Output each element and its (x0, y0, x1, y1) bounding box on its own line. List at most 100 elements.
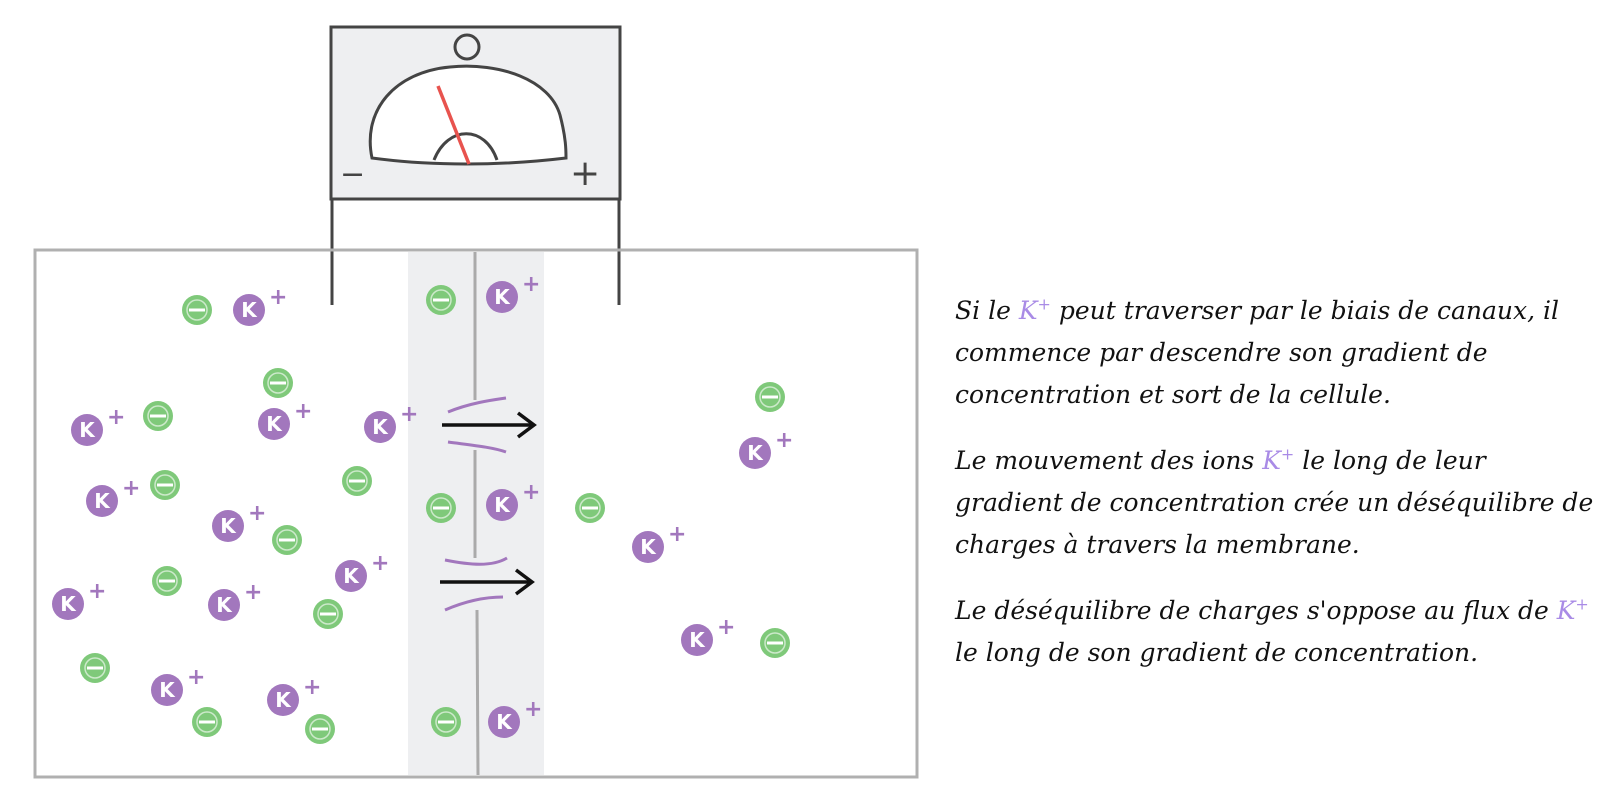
potassium-ion-icon: K+ (632, 522, 686, 563)
anion-icon (192, 707, 222, 737)
potassium-charge: + (107, 405, 125, 430)
text-run: Le mouvement des ions (955, 446, 1263, 475)
anion-icon (152, 566, 182, 596)
voltmeter-dial (368, 64, 568, 166)
potassium-ion-icon: K+ (71, 405, 125, 446)
potassium-charge: + (294, 399, 312, 424)
container (33, 248, 919, 779)
potassium-ion-icon: K+ (681, 615, 735, 656)
voltmeter-knob (453, 33, 481, 61)
explanation-paragraph-2: Le mouvement des ions K+ le long de leur… (955, 440, 1595, 566)
potassium-symbol: K (689, 628, 706, 652)
potassium-symbol: K (79, 418, 96, 442)
potassium-ion-icon: K+ (486, 272, 540, 313)
anion-icon (263, 368, 293, 398)
potassium-ion-icon: K+ (208, 580, 262, 621)
potassium-charge: + (775, 428, 793, 453)
explanation-paragraph-3: Le déséquilibre de charges s'oppose au f… (955, 590, 1595, 674)
ion-channel-lower (440, 556, 535, 612)
anion-icon (426, 493, 456, 523)
anion-icon (143, 401, 173, 431)
potassium-symbol: K (747, 441, 764, 465)
explanation-text: Si le K+ peut traverser par le biais de … (955, 290, 1595, 698)
text-run: Si le (955, 296, 1019, 325)
voltmeter-minus-label: − (340, 157, 365, 192)
potassium-label: K+ (1018, 294, 1051, 325)
channel-arc-bottom (444, 595, 504, 612)
potassium-charge: + (371, 551, 389, 576)
potassium-charge: + (269, 285, 287, 310)
potassium-symbol: K (94, 489, 111, 513)
anion-icon (426, 285, 456, 315)
potassium-symbol: K (275, 688, 292, 712)
anion-icon (431, 707, 461, 737)
potassium-ion-icon: K+ (335, 551, 389, 592)
potassium-symbol: K (60, 592, 77, 616)
voltmeter-needle (436, 85, 471, 165)
text-run: peut traverser par le biais de canaux, i… (955, 296, 1559, 409)
potassium-symbol: K (343, 564, 360, 588)
voltmeter: − + (329, 25, 622, 305)
potassium-symbol: K (372, 415, 389, 439)
potassium-ion-icon: K+ (151, 665, 205, 706)
voltmeter-plus-label: + (570, 153, 600, 194)
potassium-symbol: K (220, 514, 237, 538)
membrane-line-lower (475, 609, 480, 776)
anion-icon (272, 525, 302, 555)
voltmeter-pivot (432, 132, 499, 161)
anion-icon (342, 466, 372, 496)
anion-icon (760, 628, 790, 658)
potassium-ion-icon: K+ (488, 697, 542, 738)
potassium-symbol: K (494, 285, 511, 309)
channel-arc-top (447, 396, 507, 414)
channel-arc-top (444, 556, 508, 566)
potassium-ion-icon: K+ (486, 480, 540, 521)
potassium-charge: + (524, 697, 542, 722)
arrow-right-icon (442, 411, 537, 439)
potassium-charge: + (668, 522, 686, 547)
potassium-symbol: K (640, 535, 657, 559)
potassium-charge: + (248, 501, 266, 526)
anion-icon (150, 470, 180, 500)
potassium-charge: + (400, 402, 418, 427)
ions: K+K+K+K+K+K+K+K+K+K+K+K+K+K+K+K+K+ (52, 272, 793, 744)
potassium-ion-icon: K+ (364, 402, 418, 443)
potassium-charge: + (717, 615, 735, 640)
potassium-symbol: K (494, 493, 511, 517)
potassium-charge: + (522, 480, 540, 505)
text-run: le long de son gradient de concentration… (955, 638, 1479, 667)
potassium-ion-icon: K+ (258, 399, 312, 440)
anion-icon (182, 295, 212, 325)
potassium-symbol: K (216, 593, 233, 617)
potassium-charge: + (303, 675, 321, 700)
potassium-symbol: K (241, 298, 258, 322)
anion-icon (575, 493, 605, 523)
potassium-symbol: K (266, 412, 283, 436)
potassium-ion-icon: K+ (233, 285, 287, 326)
potassium-symbol: K (159, 678, 176, 702)
text-run: Le déséquilibre de charges s'oppose au f… (955, 596, 1557, 625)
potassium-charge: + (522, 272, 540, 297)
potassium-ion-icon: K+ (52, 579, 106, 620)
anion-icon (313, 599, 343, 629)
potassium-ion-icon: K+ (86, 476, 140, 517)
channel-arc-bottom (447, 440, 507, 454)
text-run: le long de leur gradient de concentratio… (955, 446, 1594, 559)
ion-channel-upper (442, 396, 537, 454)
potassium-ion-icon: K+ (739, 428, 793, 469)
potassium-charge: + (244, 580, 262, 605)
potassium-ion-icon: K+ (267, 675, 321, 716)
anion-icon (755, 382, 785, 412)
potassium-charge: + (187, 665, 205, 690)
potassium-ion-icon: K+ (212, 501, 266, 542)
explanation-paragraph-1: Si le K+ peut traverser par le biais de … (955, 290, 1595, 416)
potassium-label: K+ (1262, 444, 1295, 475)
potassium-charge: + (122, 476, 140, 501)
potassium-label: K+ (1556, 594, 1589, 625)
potassium-symbol: K (496, 710, 513, 734)
anion-icon (305, 714, 335, 744)
arrow-right-icon (440, 568, 535, 596)
potassium-charge: + (88, 579, 106, 604)
anion-icon (80, 653, 110, 683)
